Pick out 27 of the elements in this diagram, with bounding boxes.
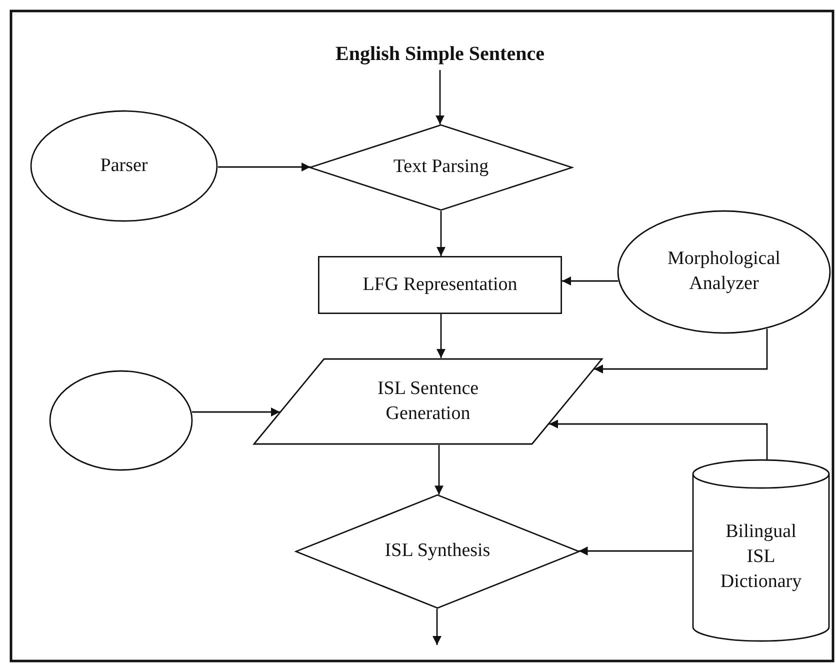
resource-ellipse — [49, 370, 193, 471]
node-label: Morphological Analyzer — [666, 247, 782, 296]
arrow — [549, 420, 768, 460]
process-box — [318, 256, 562, 314]
arrow — [578, 546, 692, 556]
arrow — [432, 608, 442, 645]
io-parallelogram — [253, 358, 603, 445]
node-label: ISL Synthesis — [384, 539, 492, 564]
node-label: ISL Sentence Generation — [376, 376, 480, 426]
arrow — [436, 211, 446, 256]
input-label: English Simple Sentence — [334, 42, 546, 67]
arrow — [436, 314, 446, 358]
arrow — [434, 445, 444, 495]
node-label: Bilingual ISL Dictionary — [719, 520, 803, 594]
decision-diamond — [295, 494, 580, 609]
node-label: LFG Representation — [362, 272, 518, 297]
database-cylinder — [692, 460, 830, 641]
arrow — [436, 70, 444, 124]
resource-ellipse — [30, 110, 218, 222]
node-label: Parser — [99, 154, 149, 178]
decision-diamond — [309, 124, 573, 211]
arrow — [218, 162, 311, 172]
node-label: Text Parsing — [392, 155, 490, 180]
arrow — [562, 276, 618, 286]
arrow — [594, 328, 768, 374]
resource-ellipse — [617, 210, 831, 334]
arrow — [192, 408, 280, 416]
